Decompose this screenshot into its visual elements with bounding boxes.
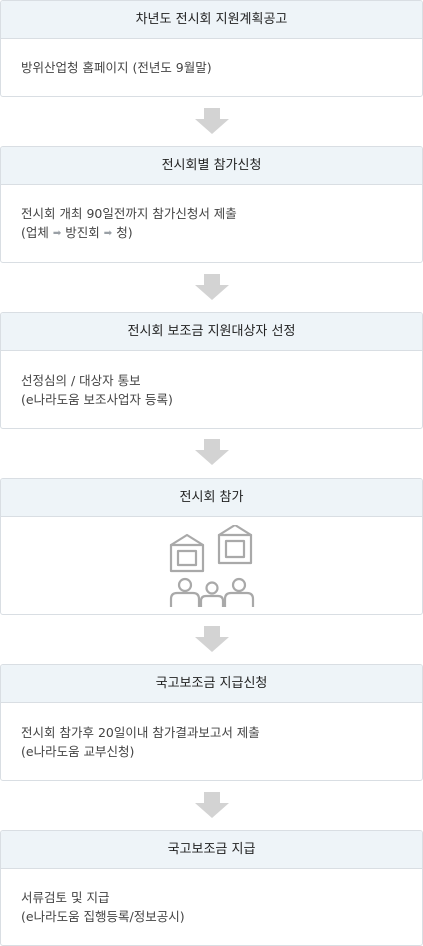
step-body: 선정심의 / 대상자 통보 (e나라도움 보조사업자 등록) [1, 351, 422, 428]
step-title: 전시회별 참가신청 [1, 147, 422, 185]
step-title: 전시회 참가 [1, 479, 422, 517]
step-body: 전시회 개최 90일전까지 참가신청서 제출 (업체➡방진회➡청) [1, 185, 422, 262]
step-text: 전시회 개최 90일전까지 참가신청서 제출 [21, 206, 237, 221]
step-text: 서류검토 및 지급 [21, 890, 110, 905]
step-application: 전시회별 참가신청 전시회 개최 90일전까지 참가신청서 제출 (업체➡방진회… [0, 146, 423, 263]
step-text: (e나라도움 집행등록/정보공시) [21, 909, 185, 924]
down-arrow-icon [195, 626, 229, 652]
down-arrow-icon [195, 792, 229, 818]
right-arrow-icon: ➡ [52, 228, 62, 239]
step-text: 전시회 참가후 20일이내 참가결과보고서 제출 [21, 724, 260, 740]
right-arrow-icon: ➡ [103, 228, 113, 239]
flow-line: (업체➡방진회➡청) [21, 223, 402, 243]
flow-association: 방진회 [65, 225, 100, 240]
step-title: 국고보조금 지급 [1, 831, 422, 869]
step-title: 차년도 전시회 지원계획공고 [1, 1, 422, 39]
step-body: 전시회 참가후 20일이내 참가결과보고서 제출 (e나라도움 교부신청) [1, 703, 422, 780]
exhibition-illustration-icon [169, 524, 254, 607]
illustration-area [1, 517, 422, 614]
step-announcement: 차년도 전시회 지원계획공고 방위산업청 홈페이지 (전년도 9월말) [0, 0, 423, 97]
step-body: 방위산업청 홈페이지 (전년도 9월말) [1, 39, 422, 96]
step-text: 방위산업청 홈페이지 (전년도 9월말) [21, 60, 212, 75]
down-arrow-icon [195, 274, 229, 300]
step-subsidy-request: 국고보조금 지급신청 전시회 참가후 20일이내 참가결과보고서 제출 (e나라… [0, 664, 423, 781]
step-selection: 전시회 보조금 지원대상자 선정 선정심의 / 대상자 통보 (e나라도움 보조… [0, 312, 423, 429]
step-title: 국고보조금 지급신청 [1, 665, 422, 703]
step-text: 선정심의 / 대상자 통보 [21, 372, 141, 388]
flow-agency: 청) [116, 225, 133, 240]
down-arrow-icon [195, 108, 229, 134]
step-text: (e나라도움 보조사업자 등록) [21, 391, 173, 407]
step-title: 전시회 보조금 지원대상자 선정 [1, 313, 422, 351]
step-text: (e나라도움 교부신청) [21, 743, 135, 759]
flow-company: (업체 [21, 225, 49, 240]
step-subsidy-payment: 국고보조금 지급 서류검토 및 지급 (e나라도움 집행등록/정보공시) [0, 830, 423, 946]
step-participation: 전시회 참가 [0, 478, 423, 615]
step-body: 서류검토 및 지급 (e나라도움 집행등록/정보공시) [1, 869, 422, 945]
down-arrow-icon [195, 439, 229, 465]
